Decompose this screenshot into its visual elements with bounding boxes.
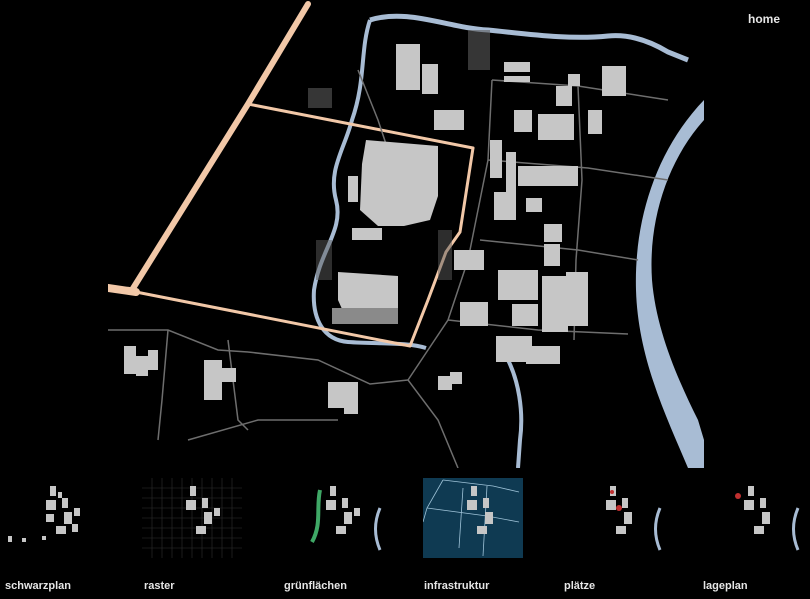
- thumbnail-schwarzplan[interactable]: [2, 478, 102, 558]
- boundary-north: [246, 102, 475, 150]
- label-gruenflaechen[interactable]: grünflächen: [284, 580, 347, 592]
- boundary-diagonal-road: [129, 1, 311, 293]
- thumbnail-lageplan[interactable]: [700, 478, 800, 558]
- boundary-south: [134, 290, 412, 348]
- river-south-branch: [506, 359, 524, 468]
- thumbnail-gruenflaechen[interactable]: [282, 478, 382, 558]
- river-north: [369, 13, 689, 63]
- boundary-left-edge: [108, 284, 140, 296]
- label-schwarzplan[interactable]: schwarzplan: [5, 580, 72, 592]
- thumbnail-raster[interactable]: [142, 478, 242, 558]
- home-link[interactable]: home: [748, 12, 781, 26]
- river-east: [635, 100, 704, 468]
- label-infrastruktur[interactable]: infrastruktur: [424, 580, 490, 592]
- label-lageplan[interactable]: lageplan: [703, 580, 748, 592]
- thumbnail-plaetze[interactable]: [562, 478, 662, 558]
- label-plaetze[interactable]: plätze: [564, 580, 596, 592]
- thumbnail-infrastruktur[interactable]: [423, 478, 523, 558]
- main-site-plan-map: [108, 0, 704, 468]
- label-raster[interactable]: raster: [144, 580, 175, 592]
- river-west-loop: [311, 19, 427, 350]
